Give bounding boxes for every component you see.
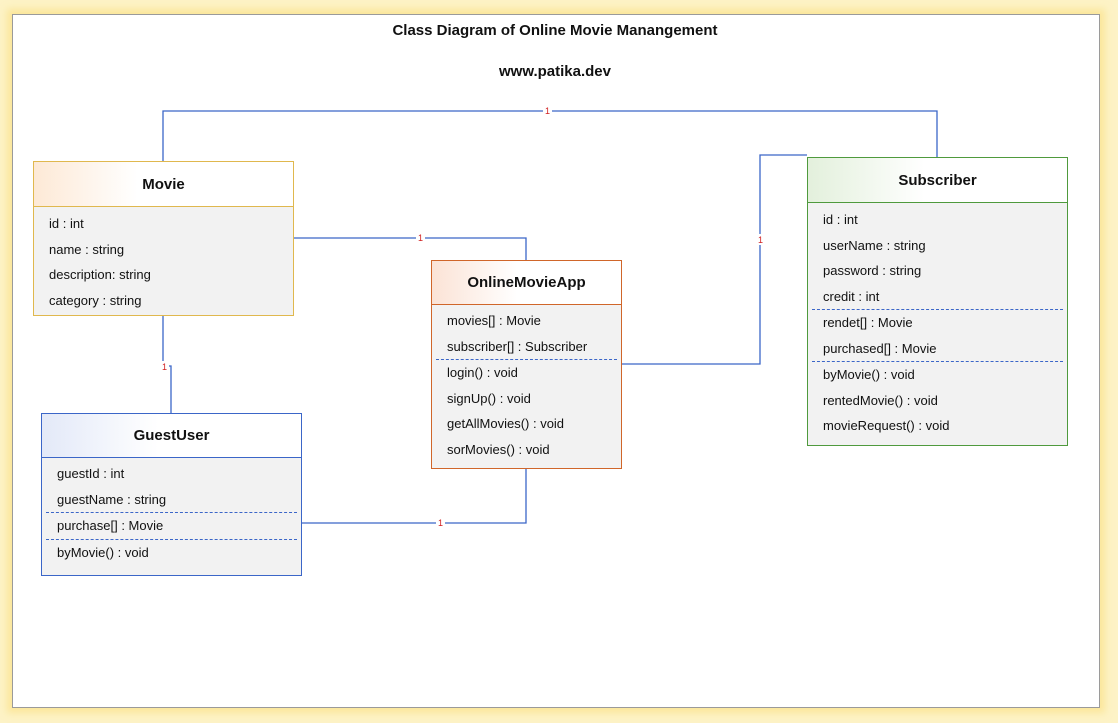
subscriber-method: rentedMovie() : void — [823, 392, 938, 408]
app-method: sorMovies() : void — [447, 441, 550, 457]
multiplicity-movie-app: 1 — [418, 233, 423, 243]
movie-attribute: category : string — [49, 292, 142, 308]
class-movie-name: Movie — [34, 162, 293, 207]
app-method: getAllMovies() : void — [447, 416, 565, 431]
class-movie-attributes: id : int name : string description: stri… — [34, 207, 293, 315]
compartment-divider — [46, 538, 297, 540]
multiplicity-guest-app: 1 — [438, 518, 443, 528]
association-guest-app — [302, 469, 527, 524]
class-subscriber-members: id : int userName : string password : st… — [808, 203, 1067, 445]
app-method: signUp() : void — [447, 390, 531, 406]
diagram-title: Class Diagram of Online Movie Manangemen… — [392, 22, 718, 39]
association-movie-subscriber — [162, 110, 938, 161]
subscriber-relation: rendet[] : Movie — [823, 315, 913, 330]
movie-attribute: name : string — [49, 241, 125, 257]
guest-attribute: guestName : string — [57, 491, 167, 507]
multiplicity-movie-guest: 1 — [162, 362, 167, 372]
guest-method: byMovie() : void — [57, 544, 149, 560]
subscriber-method: byMovie() : void — [823, 367, 915, 382]
compartment-divider — [812, 361, 1063, 362]
subscriber-attribute: userName : string — [823, 237, 926, 253]
class-guest-name: GuestUser — [42, 414, 301, 458]
class-guest-members: guestId : int guestName : string purchas… — [42, 458, 301, 575]
multiplicity-movie-subscriber: 1 — [545, 106, 550, 116]
app-attribute: movies[] : Movie — [447, 313, 541, 328]
subscriber-relation: purchased[] : Movie — [823, 340, 937, 356]
subscriber-attribute: credit : int — [823, 288, 880, 304]
class-guest-user[interactable]: GuestUser guestId : int guestName : stri… — [41, 413, 302, 576]
diagram-subtitle: www.patika.dev — [499, 63, 611, 80]
class-subscriber-name: Subscriber — [808, 158, 1067, 203]
multiplicity-app-subscriber: 1 — [758, 235, 763, 245]
class-app-name: OnlineMovieApp — [432, 261, 621, 305]
class-online-movie-app[interactable]: OnlineMovieApp movies[] : Movie subscrib… — [431, 260, 622, 469]
guest-attribute: guestId : int — [57, 466, 125, 481]
compartment-divider — [46, 512, 297, 513]
association-app-subscriber — [622, 154, 807, 365]
app-method: login() : void — [447, 365, 518, 380]
movie-attribute: description: string — [49, 267, 151, 282]
class-app-members: movies[] : Movie subscriber[] : Subscrib… — [432, 305, 621, 468]
compartment-divider — [812, 309, 1063, 310]
association-movie-app — [294, 237, 527, 260]
subscriber-attribute: password : string — [823, 263, 922, 278]
movie-attribute: id : int — [49, 216, 84, 231]
compartment-divider — [436, 359, 617, 360]
subscriber-method: movieRequest() : void — [823, 418, 950, 433]
subscriber-attribute: id : int — [823, 212, 858, 227]
guest-relation: purchase[] : Movie — [57, 518, 164, 533]
class-movie[interactable]: Movie id : int name : string description… — [33, 161, 294, 316]
class-subscriber[interactable]: Subscriber id : int userName : string pa… — [807, 157, 1068, 446]
app-attribute: subscriber[] : Subscriber — [447, 338, 588, 354]
